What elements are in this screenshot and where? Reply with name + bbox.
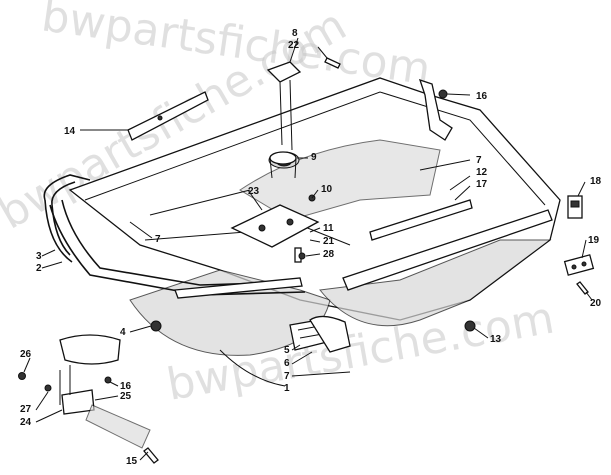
vent-assembly [289, 315, 351, 353]
callout-21: 21 [323, 236, 335, 247]
grommet-4 [150, 320, 162, 332]
callout-4: 4 [120, 327, 126, 338]
callout-14: 14 [64, 126, 76, 137]
callout-3: 3 [36, 251, 42, 262]
callout-1: 1 [284, 383, 290, 394]
callout-16: 16 [120, 381, 132, 392]
lower-rail [174, 277, 303, 299]
callout-28: 28 [323, 249, 335, 260]
handle-bracket [418, 78, 453, 141]
mounting-plate [230, 204, 320, 263]
nut-16 [438, 89, 448, 99]
callout-19: 19 [588, 235, 600, 246]
shock-mount [269, 151, 297, 179]
callout-17: 17 [476, 179, 488, 190]
callout-20: 20 [590, 298, 602, 309]
callout-23: 23 [248, 186, 260, 197]
callout-15: 15 [126, 456, 138, 467]
bolt-22 [324, 57, 341, 69]
callout-9: 9 [311, 152, 317, 163]
callout-7: 7 [155, 234, 161, 245]
side-rail-17 [342, 199, 553, 291]
callout-13: 13 [490, 334, 502, 345]
bracket-18 [567, 195, 583, 219]
callout-6: 6 [284, 358, 290, 369]
callout-labels: 8 22 16 14 9 7 12 17 18 10 23 7 11 21 28… [20, 28, 602, 467]
callout-24: 24 [20, 417, 32, 428]
callout-22: 22 [288, 40, 300, 51]
callout-26: 26 [20, 349, 32, 360]
callout-2: 2 [36, 263, 42, 274]
front-bumper [43, 174, 306, 296]
callout-18: 18 [590, 176, 602, 187]
callout-25: 25 [120, 391, 132, 402]
callout-12: 12 [476, 167, 488, 178]
callout-27: 27 [20, 404, 32, 415]
callout-7: 7 [476, 155, 482, 166]
grommet-13 [464, 320, 476, 332]
leader-lines [23, 37, 593, 461]
callout-8: 8 [292, 28, 298, 39]
rail-strip-14 [127, 91, 209, 141]
callout-16: 16 [476, 91, 488, 102]
fastener-28 [298, 252, 306, 260]
callout-5: 5 [284, 345, 290, 356]
callout-7: 7 [284, 371, 290, 382]
lower-left-detail [18, 334, 159, 464]
bracket-19 [563, 254, 595, 276]
callout-10: 10 [321, 184, 333, 195]
callout-11: 11 [323, 223, 334, 234]
bolt-20 [576, 281, 589, 295]
